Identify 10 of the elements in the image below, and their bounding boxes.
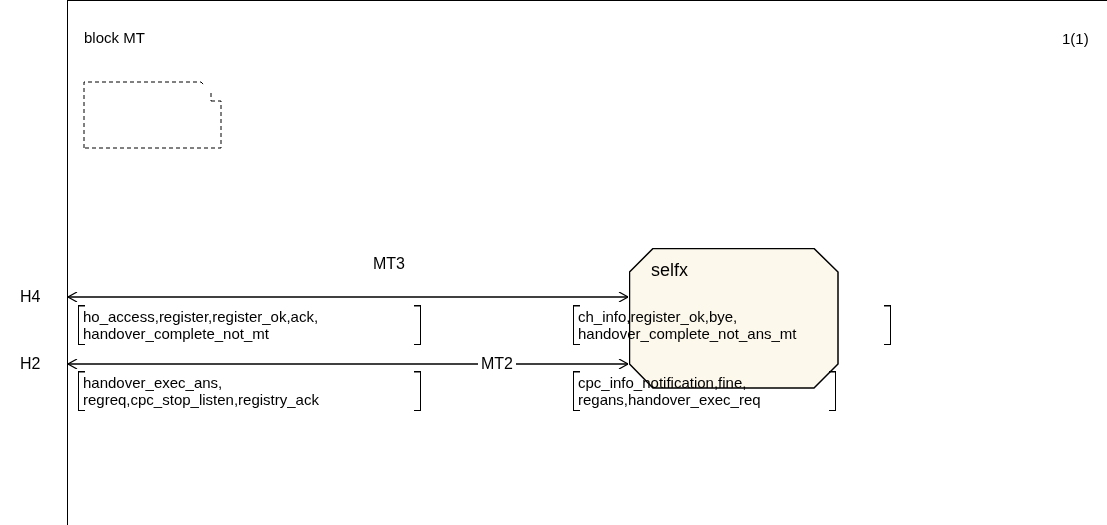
page-number: 1(1) <box>1062 30 1089 47</box>
channel-arrow <box>67 358 629 370</box>
block-title: block MT <box>84 29 145 46</box>
channel-arrow <box>67 291 629 303</box>
signal-list: ho_access,register,register_ok,ack, handover_complete_not_mt <box>78 305 421 345</box>
channel-name: MT2 <box>478 355 516 372</box>
gate-label: H4 <box>20 288 41 305</box>
signal-list: handover_exec_ans, regreq,cpc_stop_listen,registry_ack <box>78 371 421 411</box>
process-name: selfx <box>651 262 688 279</box>
gate-label: H2 <box>20 355 41 372</box>
